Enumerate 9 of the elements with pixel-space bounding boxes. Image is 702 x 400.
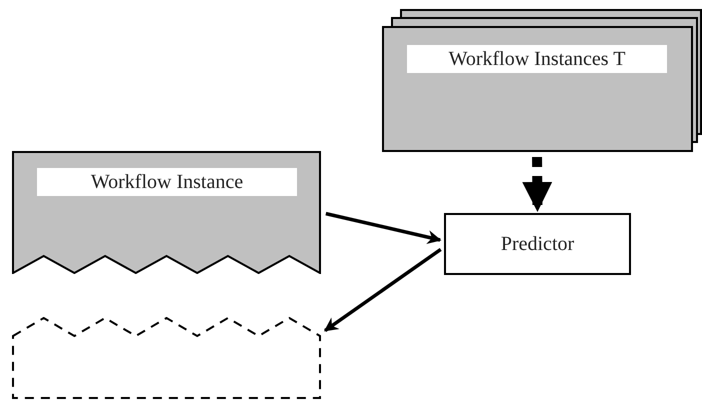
arrow — [522, 156, 552, 212]
arrow — [325, 212, 442, 244]
dashed-document-shape — [12, 317, 321, 399]
arrow — [324, 248, 442, 332]
stacked-document-shape — [382, 9, 702, 153]
process-box: Predictor — [444, 213, 631, 275]
title-label: Workflow Instance — [37, 168, 297, 196]
document-shape — [12, 151, 321, 274]
title-label: Workflow Instances T — [407, 45, 667, 73]
